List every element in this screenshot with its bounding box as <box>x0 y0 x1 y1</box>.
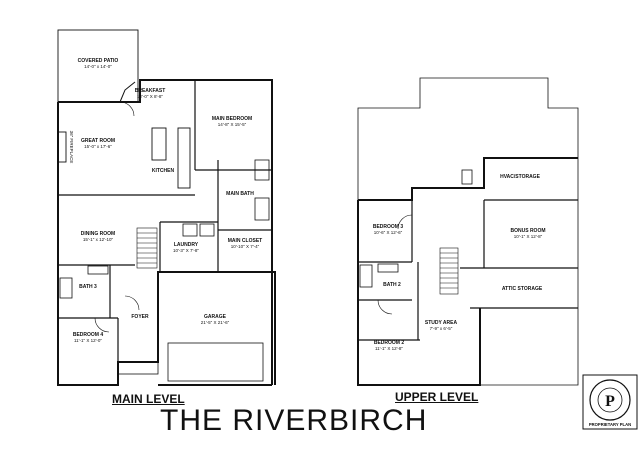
breakfast-bay <box>119 81 136 103</box>
covered-patio-label: COVERED PATIO <box>78 58 119 64</box>
bedroom-3-label: BEDROOM 3 <box>373 224 404 230</box>
builder-logo: P PROPRIETARY PLAN <box>582 374 638 430</box>
great-room-dimensions: 15'-0" x 17'-6" <box>84 144 112 149</box>
main-closet-dimensions: 10'-10" X 7'-4" <box>231 244 260 249</box>
attic-storage-label: ATTIC STORAGE <box>502 286 543 292</box>
bath3-vanity <box>87 265 109 275</box>
bedroom-4-dimensions: 11'-1" X 12'-0" <box>74 338 102 343</box>
front-porch <box>117 361 159 375</box>
kitchen-label: KITCHEN <box>152 168 175 174</box>
garage-door <box>167 342 264 382</box>
upper-level-plan <box>357 77 579 386</box>
kitchen-counter <box>177 127 191 189</box>
bath3-tub <box>59 277 73 299</box>
door-swing-bed3 <box>397 214 413 230</box>
bonus-room-label: BONUS ROOM <box>511 228 546 234</box>
upper-outer-left <box>357 200 481 386</box>
bath-3-label: BATH 3 <box>79 284 97 290</box>
fireplace-label: 36" FIREPLACE <box>69 131 74 164</box>
garage-label: GARAGE <box>204 314 227 320</box>
fireplace <box>57 131 67 163</box>
study-area-label: STUDY AREA <box>425 320 458 326</box>
foyer-label: FOYER <box>131 314 149 320</box>
main-bedroom-label: MAIN BEDROOM <box>212 116 252 122</box>
bedroom-2-label: BEDROOM 2 <box>374 340 405 346</box>
main-outer-wall <box>57 79 276 386</box>
plan-title: THE RIVERBIRCH <box>160 404 428 437</box>
upper-stairs <box>439 247 459 295</box>
study-area-dimensions: 7'-9" x 6'-5" <box>430 326 453 331</box>
breakfast-label: BREAKFAST <box>135 88 166 94</box>
main-bath-tub <box>254 159 270 181</box>
upper-outer-wall <box>358 157 578 201</box>
door-swing-foyer <box>124 295 140 311</box>
laundry-dryer <box>199 223 215 237</box>
main-bath-label: MAIN BATH <box>226 191 254 197</box>
dining-room-dimensions: 15'-1" x 12'-10" <box>83 237 114 242</box>
bedroom-2-dimensions: 11'-1" X 12'-8" <box>375 346 403 351</box>
hvac-storage-label: HVAC/STORAGE <box>500 174 540 180</box>
bedroom-3-dimensions: 10'-6" X 12'-6" <box>374 230 403 235</box>
laundry-washer <box>182 223 198 237</box>
door-swing-bed2 <box>377 299 393 315</box>
kitchen-island <box>151 127 167 161</box>
logo-caption: PROPRIETARY PLAN <box>589 422 631 427</box>
bath2-vanity <box>377 263 399 273</box>
main-closet-label: MAIN CLOSET <box>228 238 262 244</box>
main-stairs <box>136 227 158 269</box>
bath-2-label: BATH 2 <box>383 282 401 288</box>
bath2-tub <box>359 264 373 288</box>
bedroom-4-label: BEDROOM 4 <box>73 332 104 338</box>
logo-letter: P <box>605 393 615 410</box>
garage-dimensions: 21'-5" X 21'-6" <box>201 320 230 325</box>
breakfast-dimensions: 12'-0" X 8'-8" <box>137 94 163 99</box>
door-swing-patio <box>119 101 135 117</box>
main-level-title: MAIN LEVEL <box>112 392 185 406</box>
main-bath-shower <box>254 197 270 221</box>
door-swing-bed4 <box>94 317 110 333</box>
laundry-dimensions: 10'-3" X 7'-8" <box>173 248 199 253</box>
hvac-unit <box>461 169 473 185</box>
upper-level-title: UPPER LEVEL <box>395 390 479 404</box>
main-level-plan <box>57 29 276 386</box>
great-room-label: GREAT ROOM <box>81 138 115 144</box>
bonus-room-dimensions: 10'-1" X 12'-8" <box>514 234 543 239</box>
covered-patio-dimensions: 14'-0" x 14'-0" <box>84 64 112 69</box>
laundry-label: LAUNDRY <box>174 242 199 248</box>
main-bedroom-dimensions: 14'-8" X 15'-5" <box>218 122 247 127</box>
dining-room-label: DINING ROOM <box>81 231 115 237</box>
